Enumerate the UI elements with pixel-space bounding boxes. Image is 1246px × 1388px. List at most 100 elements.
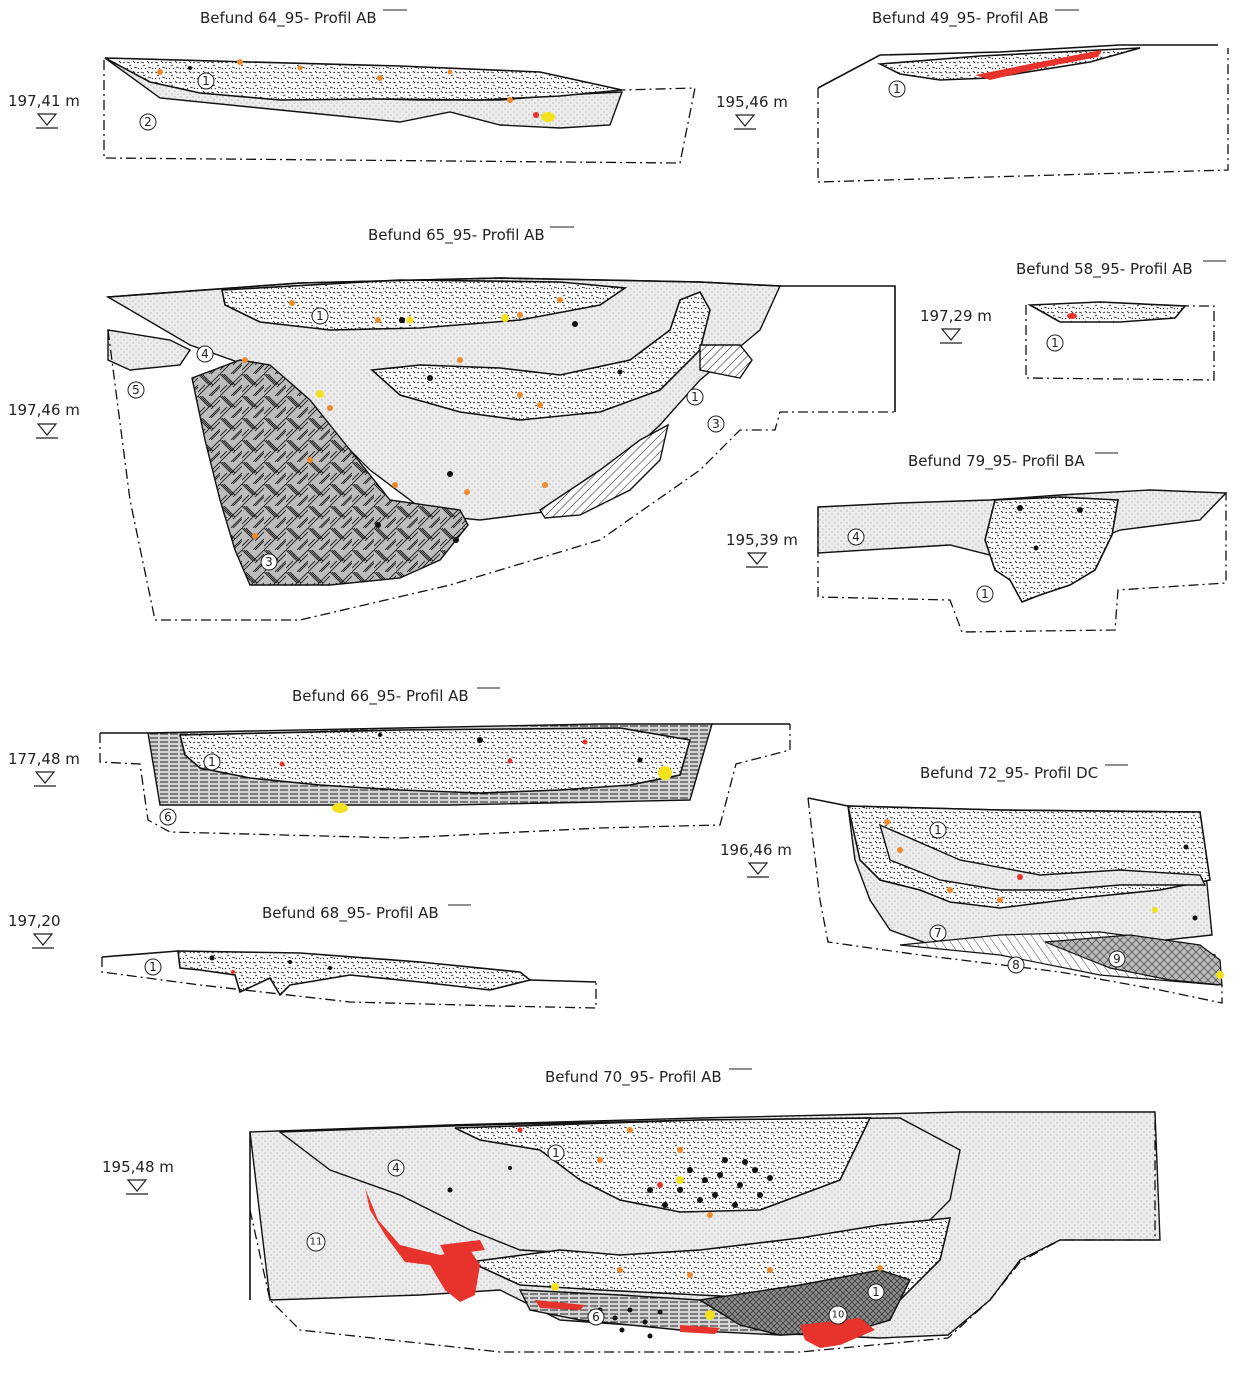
- excavation-boundary: [107, 329, 895, 621]
- layer-3-side: [699, 344, 753, 379]
- layer-label-1: 1: [1046, 334, 1064, 352]
- surface-line: [817, 44, 1218, 89]
- layer-label-1: 1: [311, 307, 329, 325]
- profile-58-elevation: 197,29 m: [920, 307, 992, 325]
- profile-68-title: Befund 68_95- Profil AB: [262, 904, 439, 923]
- excavation-boundary: [1025, 305, 1215, 381]
- profile-65-title: Befund 65_95- Profil AB: [368, 226, 545, 245]
- profile-64-elevation: 197,41 m: [8, 92, 80, 110]
- svg-text:8: 8: [1012, 958, 1020, 972]
- elevation-marker-icon: [36, 423, 58, 439]
- profile-58: Befund 58_95- Profil AB 197,29 m 1: [920, 260, 1226, 381]
- svg-text:1: 1: [893, 82, 901, 96]
- layer-label-11: 11: [306, 1232, 326, 1252]
- svg-text:6: 6: [164, 810, 172, 824]
- excavation-boundary: [101, 957, 597, 1009]
- layer-label-1: 1: [888, 80, 906, 98]
- layer-label-1: 1: [929, 821, 947, 839]
- excavation-boundary: [807, 797, 1223, 1004]
- excavation-boundary: [99, 724, 791, 839]
- svg-text:5: 5: [132, 383, 140, 397]
- layer-label-1: 1: [976, 585, 994, 603]
- surface-line: [101, 950, 597, 983]
- svg-text:4: 4: [852, 530, 860, 544]
- profile-79-title: Befund 79_95- Profil BA: [908, 452, 1085, 471]
- profile-49-title: Befund 49_95- Profil AB: [872, 9, 1049, 28]
- layer-3-lower: [539, 423, 670, 519]
- layer-label-1: 1: [197, 72, 215, 90]
- profile-66-title: Befund 66_95- Profil AB: [292, 687, 469, 706]
- layer-label-6: 6: [587, 1308, 605, 1326]
- excavation-boundary: [817, 48, 1229, 183]
- surface-line: [107, 277, 896, 412]
- layer-1-area: [104, 57, 623, 101]
- svg-text:1: 1: [691, 390, 699, 404]
- svg-text:9: 9: [1113, 952, 1121, 966]
- artefact-dots: [447, 1127, 883, 1339]
- profile-58-title: Befund 58_95- Profil AB: [1016, 260, 1193, 279]
- layer-label-1b: 1: [686, 388, 704, 406]
- profile-72-elevation: 196,46 m: [720, 841, 792, 859]
- profile-49-elevation: 195,46 m: [716, 93, 788, 111]
- profile-79-elevation: 195,39 m: [726, 531, 798, 549]
- layer-label-10: 10: [828, 1305, 848, 1325]
- layer-label-8: 8: [1007, 956, 1025, 974]
- profile-66-elevation: 177,48 m: [8, 750, 80, 768]
- profile-72-title: Befund 72_95- Profil DC: [920, 764, 1098, 783]
- burnt-layer: [975, 50, 1102, 80]
- profile-79: Befund 79_95- Profil BA 195,39 m 1 4: [726, 452, 1228, 633]
- layer-1-band: [370, 290, 711, 421]
- layer-label-4: 4: [196, 345, 214, 363]
- layer-label-4: 4: [847, 528, 865, 546]
- svg-text:1: 1: [208, 755, 216, 769]
- layer-label-6: 6: [159, 808, 177, 826]
- profile-65-elevation: 197,46 m: [8, 401, 80, 419]
- layer-7-band: [878, 823, 1207, 891]
- layer-1-area: [1027, 301, 1187, 323]
- svg-text:1: 1: [149, 960, 157, 974]
- profile-65: Befund 65_95- Profil AB 197,46 m 1 1 3 3…: [8, 226, 896, 621]
- layer-label-3b: 3: [707, 415, 725, 433]
- profile-70-elevation: 195,48 m: [102, 1158, 174, 1176]
- svg-text:3: 3: [265, 555, 273, 569]
- layer-label-1: 1: [547, 1144, 565, 1162]
- svg-text:1: 1: [552, 1146, 560, 1160]
- svg-text:10: 10: [832, 1310, 845, 1321]
- svg-text:6: 6: [592, 1310, 600, 1324]
- layer-label-7: 7: [929, 924, 947, 942]
- elevation-marker-icon: [32, 933, 54, 949]
- svg-text:7: 7: [934, 926, 942, 940]
- layer-3-area: [191, 359, 469, 586]
- elevation-marker-icon: [34, 771, 56, 787]
- elevation-marker-icon: [734, 114, 756, 130]
- layer-label-1: 1: [144, 958, 162, 976]
- svg-text:1: 1: [202, 74, 210, 88]
- svg-text:1: 1: [934, 823, 942, 837]
- profile-70-title: Befund 70_95- Profil AB: [545, 1068, 722, 1087]
- layer-label-3: 3: [260, 553, 278, 571]
- svg-text:1: 1: [981, 587, 989, 601]
- elevation-marker-icon: [940, 328, 962, 344]
- profile-68-elevation: 197,20: [8, 912, 61, 930]
- layer-label-5: 5: [127, 381, 145, 399]
- layer-label-2: 2: [139, 113, 157, 131]
- svg-text:3: 3: [712, 417, 720, 431]
- svg-text:1: 1: [1051, 336, 1059, 350]
- svg-text:2: 2: [144, 115, 152, 129]
- burnt-feature: [365, 1188, 480, 1302]
- layer-label-9: 9: [1108, 950, 1126, 968]
- layer-label-1b: 1: [867, 1283, 885, 1301]
- surface-line: [807, 797, 849, 807]
- layer-label-1: 1: [203, 753, 221, 771]
- svg-text:11: 11: [310, 1237, 323, 1248]
- elevation-marker-icon: [747, 862, 769, 878]
- svg-text:1: 1: [872, 1285, 880, 1299]
- profile-66: Befund 66_95- Profil AB 177,48 m 1 6: [8, 687, 791, 839]
- layer-1-area: [984, 496, 1119, 604]
- svg-text:1: 1: [316, 309, 324, 323]
- elevation-marker-icon: [746, 552, 768, 568]
- layer-1-area: [177, 950, 532, 997]
- layer-1-upper: [454, 1117, 872, 1213]
- burnt-fragments: [440, 1240, 875, 1348]
